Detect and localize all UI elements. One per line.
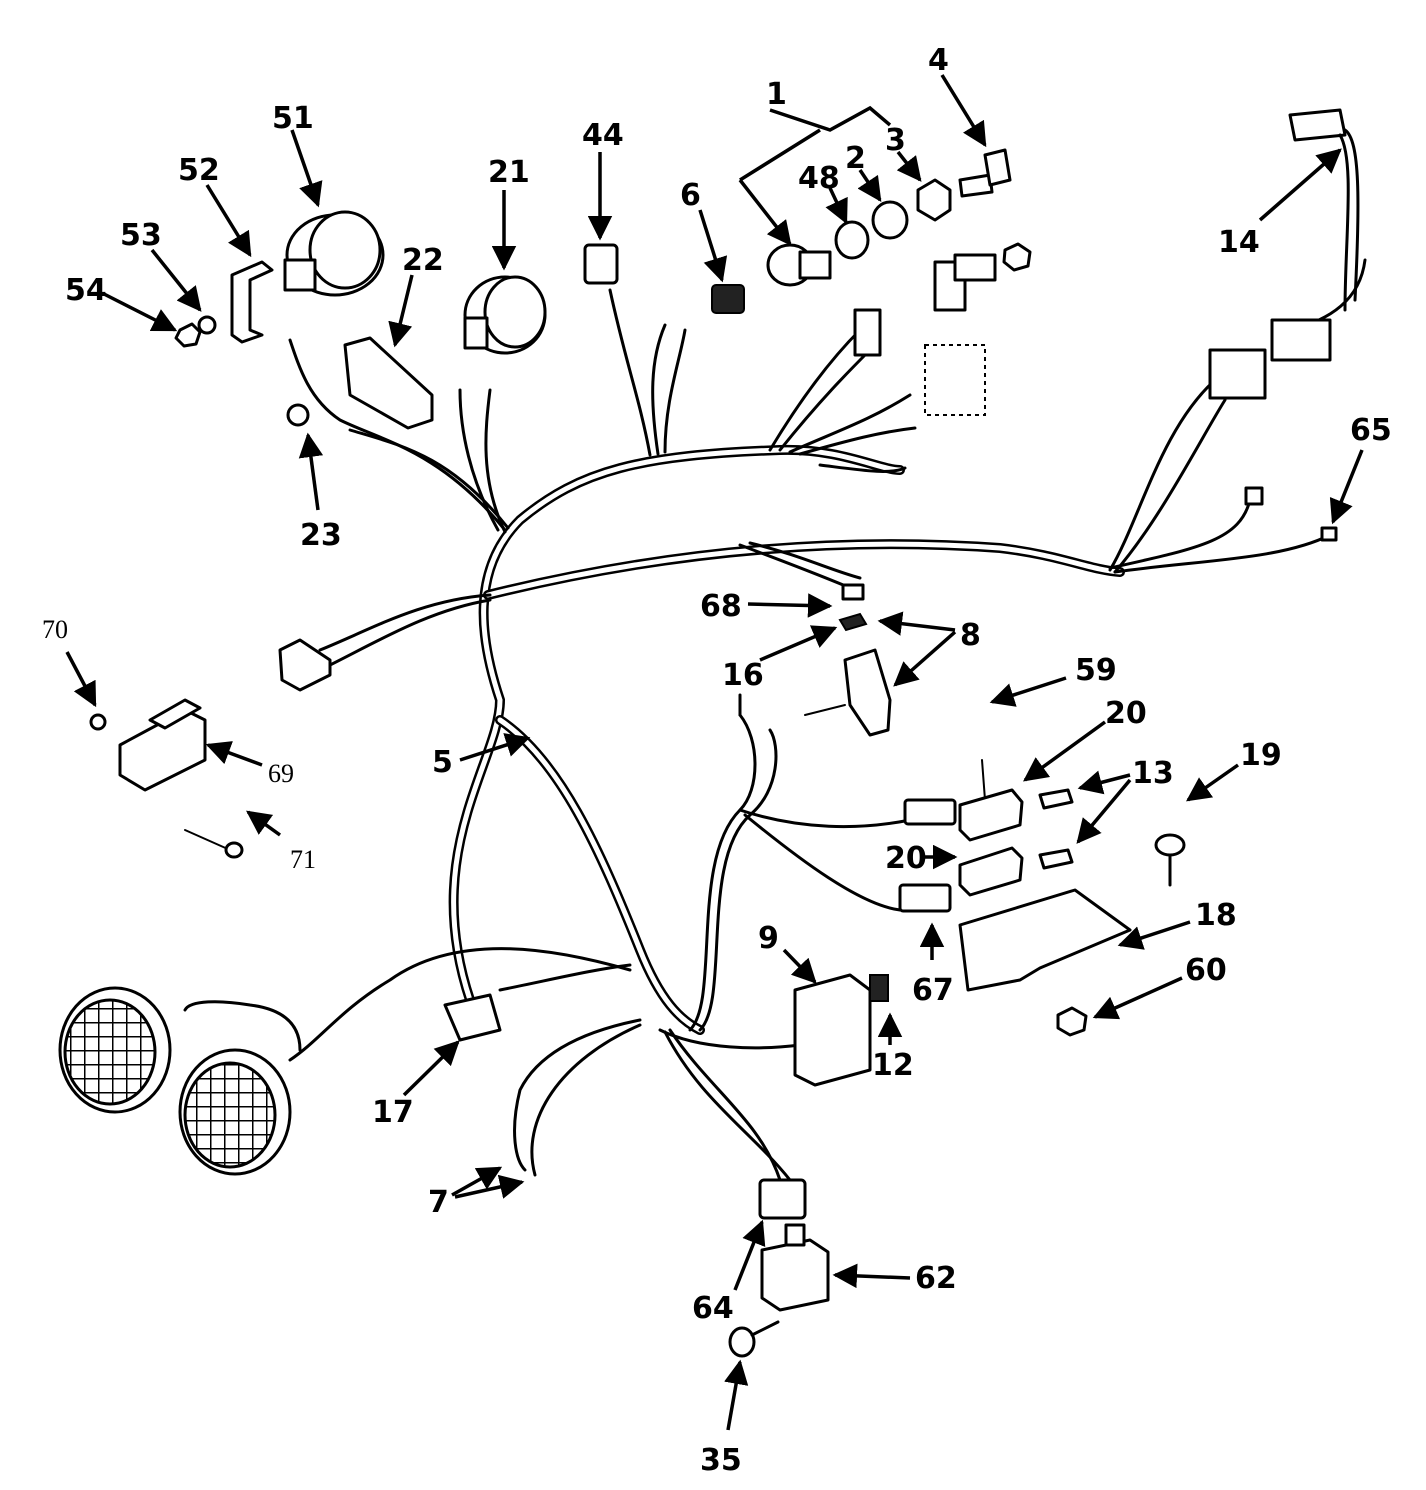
callout-69: 69 xyxy=(268,759,294,788)
callout-23: 23 xyxy=(300,518,342,553)
terminal-68 xyxy=(841,583,865,601)
washer-48 xyxy=(834,220,870,260)
callout-20b: 20 xyxy=(885,841,927,876)
callout-60: 60 xyxy=(1185,953,1227,988)
callout-62: 62 xyxy=(915,1261,957,1296)
washer-53 xyxy=(197,315,217,335)
callout-35: 35 xyxy=(700,1443,742,1478)
callout-8: 8 xyxy=(960,618,981,653)
callout-64: 64 xyxy=(692,1291,734,1326)
callout-44: 44 xyxy=(582,118,624,153)
gauge-51 xyxy=(283,210,385,297)
callout-53: 53 xyxy=(120,218,162,253)
callout-21: 21 xyxy=(488,155,530,190)
callout-17: 17 xyxy=(372,1095,414,1130)
relay-62 xyxy=(760,1223,830,1312)
callout-3: 3 xyxy=(885,123,906,158)
screw-35 xyxy=(728,1320,780,1358)
lamp-left xyxy=(58,986,172,1114)
nut-2 xyxy=(871,200,909,240)
switch-20-upper xyxy=(958,788,1024,842)
callout-67: 67 xyxy=(912,973,954,1008)
callout-12: 12 xyxy=(872,1048,914,1083)
dashed-part-outline xyxy=(924,344,986,416)
bracket-52 xyxy=(230,260,274,344)
callout-13: 13 xyxy=(1132,756,1174,791)
bracket-22 xyxy=(343,336,434,430)
bracket-18 xyxy=(958,888,1132,992)
callout-6: 6 xyxy=(680,178,701,213)
connector-64 xyxy=(758,1178,807,1220)
nut-60 xyxy=(1056,1006,1088,1037)
module-9 xyxy=(793,973,872,1087)
key-4 xyxy=(958,148,1012,198)
connector-12 xyxy=(869,974,889,1002)
branch-wires xyxy=(183,258,1367,1182)
callout-22: 22 xyxy=(402,243,444,278)
callout-14: 14 xyxy=(1218,225,1260,260)
switch-20-lower xyxy=(958,846,1024,897)
bolt-19 xyxy=(1154,833,1186,887)
callout-18: 18 xyxy=(1195,898,1237,933)
callout-9: 9 xyxy=(758,921,779,956)
grommet-23 xyxy=(286,403,310,427)
leader-arrows xyxy=(65,74,1364,1431)
switch-upper-harness xyxy=(853,242,1032,357)
callout-51: 51 xyxy=(272,101,314,136)
callout-70: 70 xyxy=(42,615,68,644)
callout-52: 52 xyxy=(178,153,220,188)
callout-7: 7 xyxy=(428,1185,449,1220)
screw-59 xyxy=(981,759,986,801)
nut-54 xyxy=(174,322,202,348)
callout-1: 1 xyxy=(766,77,787,112)
clip-6 xyxy=(711,284,745,314)
callout-20a: 20 xyxy=(1105,696,1147,731)
callout-71: 71 xyxy=(290,845,316,874)
insulator-13-lower xyxy=(1038,848,1074,870)
plug-14 xyxy=(1208,108,1360,400)
callout-65: 65 xyxy=(1350,413,1392,448)
callout-16: 16 xyxy=(722,658,764,693)
gauge-21 xyxy=(463,275,547,355)
callout-48: 48 xyxy=(798,161,840,196)
callout-labels: 51 52 53 54 21 22 23 44 6 1 48 2 3 4 14 … xyxy=(42,43,1392,1478)
callout-19: 19 xyxy=(1240,738,1282,773)
terminal-65 xyxy=(1244,486,1338,542)
connector-17 xyxy=(443,993,502,1042)
callout-54: 54 xyxy=(65,273,107,308)
connector-67-upper xyxy=(903,798,957,826)
connector-left xyxy=(278,638,332,692)
callout-2: 2 xyxy=(845,141,866,176)
ignition-switch-1 xyxy=(766,243,832,287)
switch-69 xyxy=(89,698,244,859)
callout-68: 68 xyxy=(700,589,742,624)
nut-3 xyxy=(916,178,952,222)
connector-44 xyxy=(583,243,619,285)
switch-8 xyxy=(804,648,892,737)
callout-5: 5 xyxy=(432,745,453,780)
insulator-16 xyxy=(838,612,868,632)
insulator-13-upper xyxy=(1038,788,1074,810)
lamp-right xyxy=(178,1048,292,1176)
connector-67-lower xyxy=(898,883,952,913)
callout-59: 59 xyxy=(1075,653,1117,688)
callout-4: 4 xyxy=(928,43,949,78)
